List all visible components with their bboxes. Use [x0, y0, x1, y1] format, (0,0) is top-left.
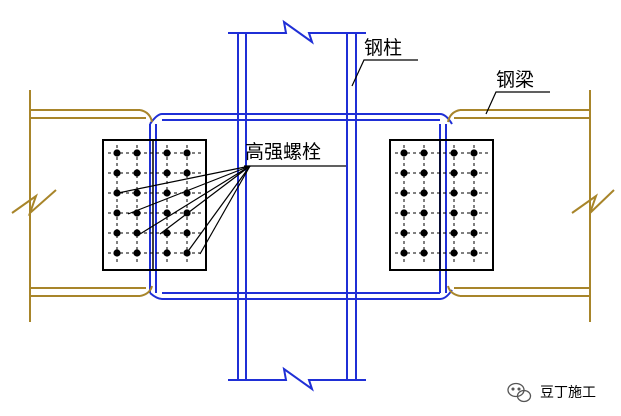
- column-top-break-line: [228, 19, 366, 45]
- high-strength-bolt: [113, 189, 121, 197]
- high-strength-bolt: [163, 249, 171, 257]
- high-strength-bolt: [133, 169, 141, 177]
- bolt-leader: [117, 165, 251, 194]
- beam-leader: [485, 91, 550, 115]
- high-strength-bolt-label: 高强螺栓: [245, 141, 322, 163]
- high-strength-bolt: [470, 149, 478, 157]
- high-strength-bolt: [400, 229, 408, 237]
- steel-column-label: 钢柱: [364, 37, 403, 59]
- leader-lines: [117, 59, 550, 255]
- left-beam-break-mark: [11, 189, 57, 217]
- high-strength-bolt: [133, 229, 141, 237]
- high-strength-bolt: [470, 169, 478, 177]
- high-strength-bolt: [450, 229, 458, 237]
- steel-column: [149, 19, 453, 392]
- right-steel-beam: [447, 90, 615, 322]
- high-strength-bolt: [133, 249, 141, 257]
- left-steel-beam: [11, 90, 153, 322]
- high-strength-bolt: [450, 149, 458, 157]
- high-strength-bolt: [450, 249, 458, 257]
- high-strength-bolt: [163, 189, 171, 197]
- high-strength-bolt: [400, 169, 408, 177]
- high-strength-bolt: [400, 149, 408, 157]
- high-strength-bolt: [163, 209, 171, 217]
- high-strength-bolt: [450, 209, 458, 217]
- high-strength-bolt: [113, 229, 121, 237]
- column-leader: [351, 59, 418, 87]
- high-strength-bolt: [113, 249, 121, 257]
- bolt-leader: [139, 165, 251, 235]
- splice-plate-outline: [389, 139, 494, 271]
- high-strength-bolt: [183, 169, 191, 177]
- high-strength-bolt: [420, 189, 428, 197]
- steel-beam-label: 钢梁: [496, 69, 535, 91]
- high-strength-bolt: [113, 209, 121, 217]
- high-strength-bolt: [400, 189, 408, 197]
- column-bottom-break-line: [228, 366, 366, 392]
- splice-plate-outline: [102, 139, 207, 271]
- high-strength-bolt: [133, 149, 141, 157]
- high-strength-bolt: [420, 149, 428, 157]
- high-strength-bolt: [470, 189, 478, 197]
- bolt-leader: [159, 165, 251, 235]
- high-strength-bolt: [470, 229, 478, 237]
- high-strength-bolt: [420, 249, 428, 257]
- high-strength-bolt: [183, 229, 191, 237]
- wechat-icon: [507, 382, 532, 403]
- high-strength-bolt: [420, 209, 428, 217]
- right-beam-break-mark: [571, 189, 615, 214]
- high-strength-bolt: [113, 169, 121, 177]
- high-strength-bolt: [420, 169, 428, 177]
- right-bolt-plate: [389, 139, 494, 271]
- high-strength-bolt: [163, 149, 171, 157]
- high-strength-bolt: [183, 149, 191, 157]
- bolt-leader: [185, 165, 251, 255]
- high-strength-bolt: [133, 189, 141, 197]
- high-strength-bolt: [470, 249, 478, 257]
- high-strength-bolt: [400, 249, 408, 257]
- high-strength-bolt: [470, 209, 478, 217]
- bolt-leader: [199, 165, 251, 255]
- high-strength-bolt: [450, 189, 458, 197]
- high-strength-bolt: [113, 149, 121, 157]
- high-strength-bolt: [163, 229, 171, 237]
- high-strength-bolt: [450, 169, 458, 177]
- high-strength-bolt: [400, 209, 408, 217]
- high-strength-bolt: [420, 229, 428, 237]
- left-bolt-plate: [102, 139, 207, 271]
- watermark-text: 豆丁施工: [540, 385, 596, 401]
- bolt-leader: [127, 165, 251, 215]
- high-strength-bolt: [163, 169, 171, 177]
